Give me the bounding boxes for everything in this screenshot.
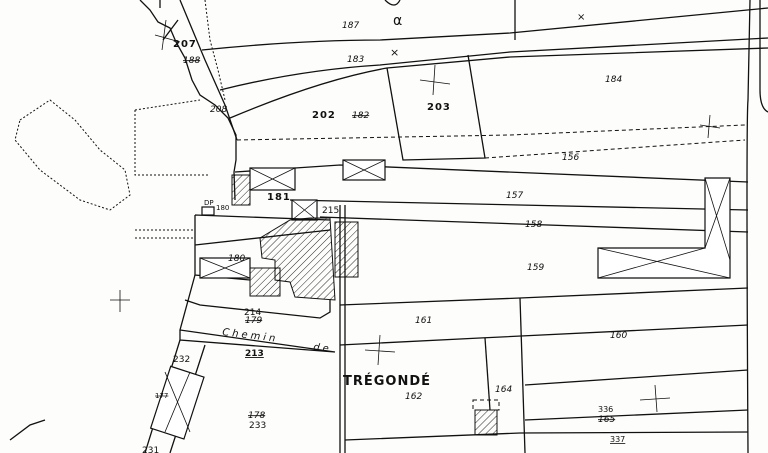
river-bank [139,0,237,201]
parcel-215: 215 [322,206,339,216]
dashed-outline [14,99,131,211]
parcel-203: 203 [427,102,451,113]
survey-cross [110,290,130,312]
parcel-156: 156 [562,153,579,163]
parcel-164: 164 [495,385,512,395]
parcel-207: 207 [173,39,197,50]
parcel-161: 161 [415,316,432,326]
parcel-233: 233 [249,421,266,431]
parcel-182: 182 [352,111,369,121]
road-parcel-213: 213 [245,349,264,359]
alpha-mark: α [393,13,402,29]
dp-number: 180 [216,204,229,212]
parcel-157: 157 [506,191,523,201]
parcel-179: 179 [245,316,262,326]
dashed-boundary [236,124,746,141]
parcel-162: 162 [405,392,422,402]
place-name: TRÉGONDÉ [343,373,431,389]
parcel-337: 337 [610,435,625,444]
parcel-180: 180 [228,254,245,264]
parcel-160: 160 [610,331,627,341]
parcel-187: 187 [342,21,359,31]
parcel-184: 184 [605,75,622,85]
parcel-158: 158 [525,220,542,230]
parcel-188: 188 [183,56,200,66]
parcel-165: 165 [598,415,615,425]
parcel-202: 202 [312,110,336,121]
road-name-chemin: Chemin [222,327,279,345]
cross-mark: × [577,12,585,23]
parcel-181: 181 [267,192,291,203]
right-road-edge [746,0,751,453]
parcel-178: 178 [248,411,265,421]
dp-label: DP [204,199,214,207]
parcel-214: 214 [244,308,261,318]
parcel-177: 177 [155,392,168,400]
parcel-336: 336 [598,405,613,414]
parcel-183: 183 [347,55,364,65]
parcel-159: 159 [527,263,544,273]
parcel-232: 232 [173,355,190,365]
cross-mark: × [390,46,399,59]
parcel-208: 208 [210,105,227,115]
parcel-231: 231 [142,446,159,453]
road-name-de: de [313,342,333,355]
